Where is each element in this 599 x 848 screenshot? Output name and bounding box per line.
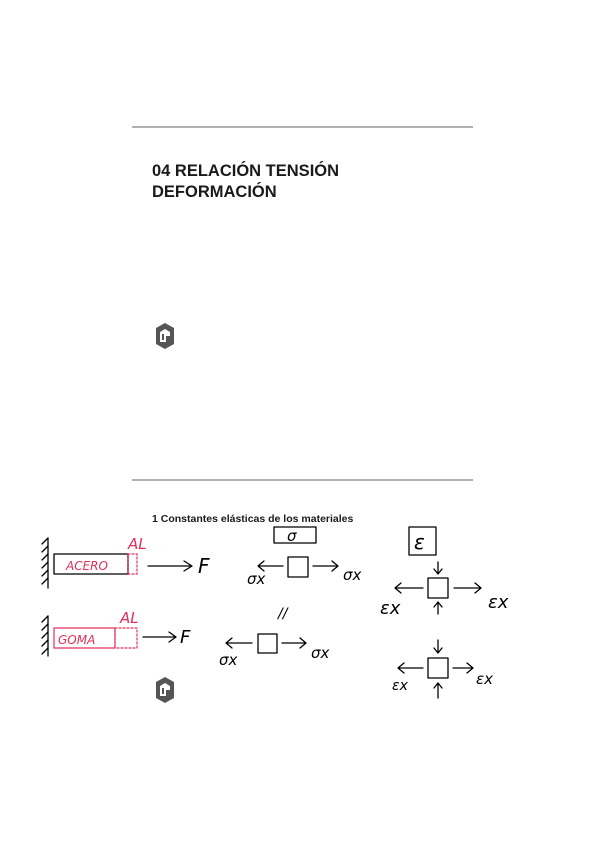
force-label-1: F [198,554,210,578]
brand-logo-icon-2 [156,677,174,703]
delta-length-label-1: AL [127,535,147,553]
epsilon-x-right-1: εx [488,592,509,613]
sigma-box-label: σ [287,527,297,545]
section-subtitle: 1 Constantes elásticas de los materiales [152,513,354,525]
steel-bar-sketch: ACERO AL F [41,535,210,589]
epsilon-box-label: ε [414,530,425,554]
epsilon-x-right-2: εx [476,670,493,688]
force-label-2: F [180,627,191,648]
rubber-bar-sketch: GOMA AL F [41,609,191,657]
goma-label: GOMA [58,633,95,647]
page-title: 04 RELACIÓN TENSIÓN DEFORMACIÓN [152,162,340,201]
equal-mark: // [276,606,289,622]
epsilon-x-left-2: εx [392,678,409,694]
stress-element-1: σ σx σx [247,526,362,588]
sigma-x-left-1: σx [247,570,266,588]
strain-element-1: ε εx εx [380,526,509,619]
slide-divider [132,479,473,481]
epsilon-x-left-1: εx [380,598,401,619]
acero-label: ACERO [65,559,108,573]
delta-length-label-2: AL [119,609,139,627]
strain-element-2: εx εx [392,639,493,699]
slide-top-divider [132,126,473,128]
sigma-x-left-2: σx [219,651,238,669]
sigma-x-right-1: σx [343,566,362,584]
brand-logo-icon [156,323,174,349]
stress-element-2: σx σx [219,633,330,669]
sigma-x-right-2: σx [311,644,330,662]
